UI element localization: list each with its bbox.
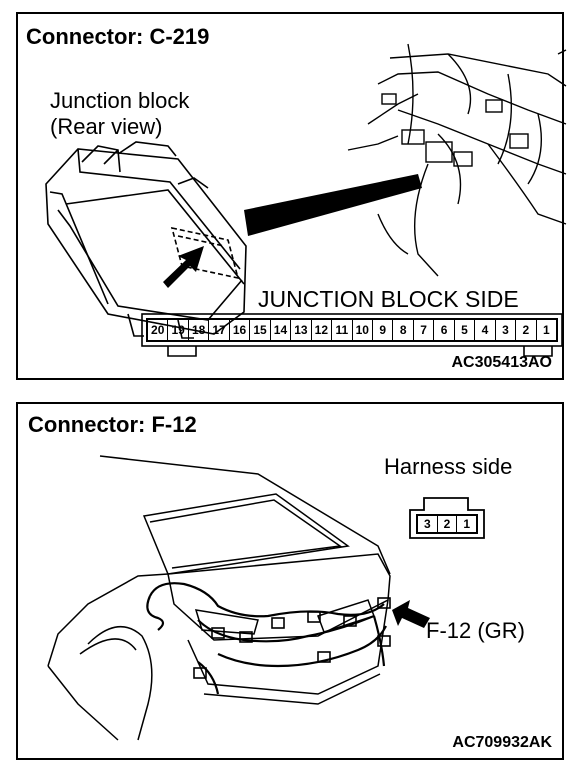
c219-pin-7: 7 [414,320,435,340]
connector-c219-panel: Connector: C-219 Junction block (Rear vi… [16,12,567,380]
c219-pin-2: 2 [516,320,537,340]
c219-pin-15: 15 [250,320,271,340]
junction-block-illustration [45,43,567,339]
connector-outline [141,313,563,357]
c219-pin-11: 11 [332,320,353,340]
c219-pin-10: 10 [353,320,373,340]
figure-code: AC305413AO [451,354,553,371]
c219-pin-5: 5 [455,320,476,340]
panel-title: Connector: F-12 [28,412,197,437]
c219-pin-20: 20 [148,320,169,340]
c219-pin-19: 19 [168,320,189,340]
c219-pin-14: 14 [271,320,292,340]
c219-pin-1: 1 [542,323,550,337]
c219-pin-8: 8 [393,320,414,340]
f12-connector-label: F-12 (GR) [426,618,525,643]
c219-pin-12: 12 [312,320,333,340]
c219-pin-16: 16 [230,320,251,340]
c219-pin-13: 13 [291,320,312,340]
harness-connector-outline [409,497,485,539]
rear-view-label: (Rear view) [50,114,163,139]
f12-pin-1: 1 [463,517,471,531]
panel-title: Connector: C-219 [26,24,210,49]
junction-block-side-label: JUNCTION BLOCK SIDE [258,286,519,312]
f12-pin-2: 2 [438,516,458,532]
c219-pin-6: 6 [434,320,455,340]
junction-block-label: Junction block [50,88,190,113]
c219-pin-3: 3 [496,320,517,340]
car-rear-illustration [47,455,430,741]
c219-pin-4: 4 [475,320,496,340]
harness-side-label: Harness side [384,454,513,479]
figure-code: AC709932AK [452,734,552,751]
f12-pin-3: 3 [418,516,438,532]
c219-pin-9: 9 [373,320,394,340]
c219-pin-17: 17 [209,320,230,340]
c219-pin-18: 18 [189,320,210,340]
